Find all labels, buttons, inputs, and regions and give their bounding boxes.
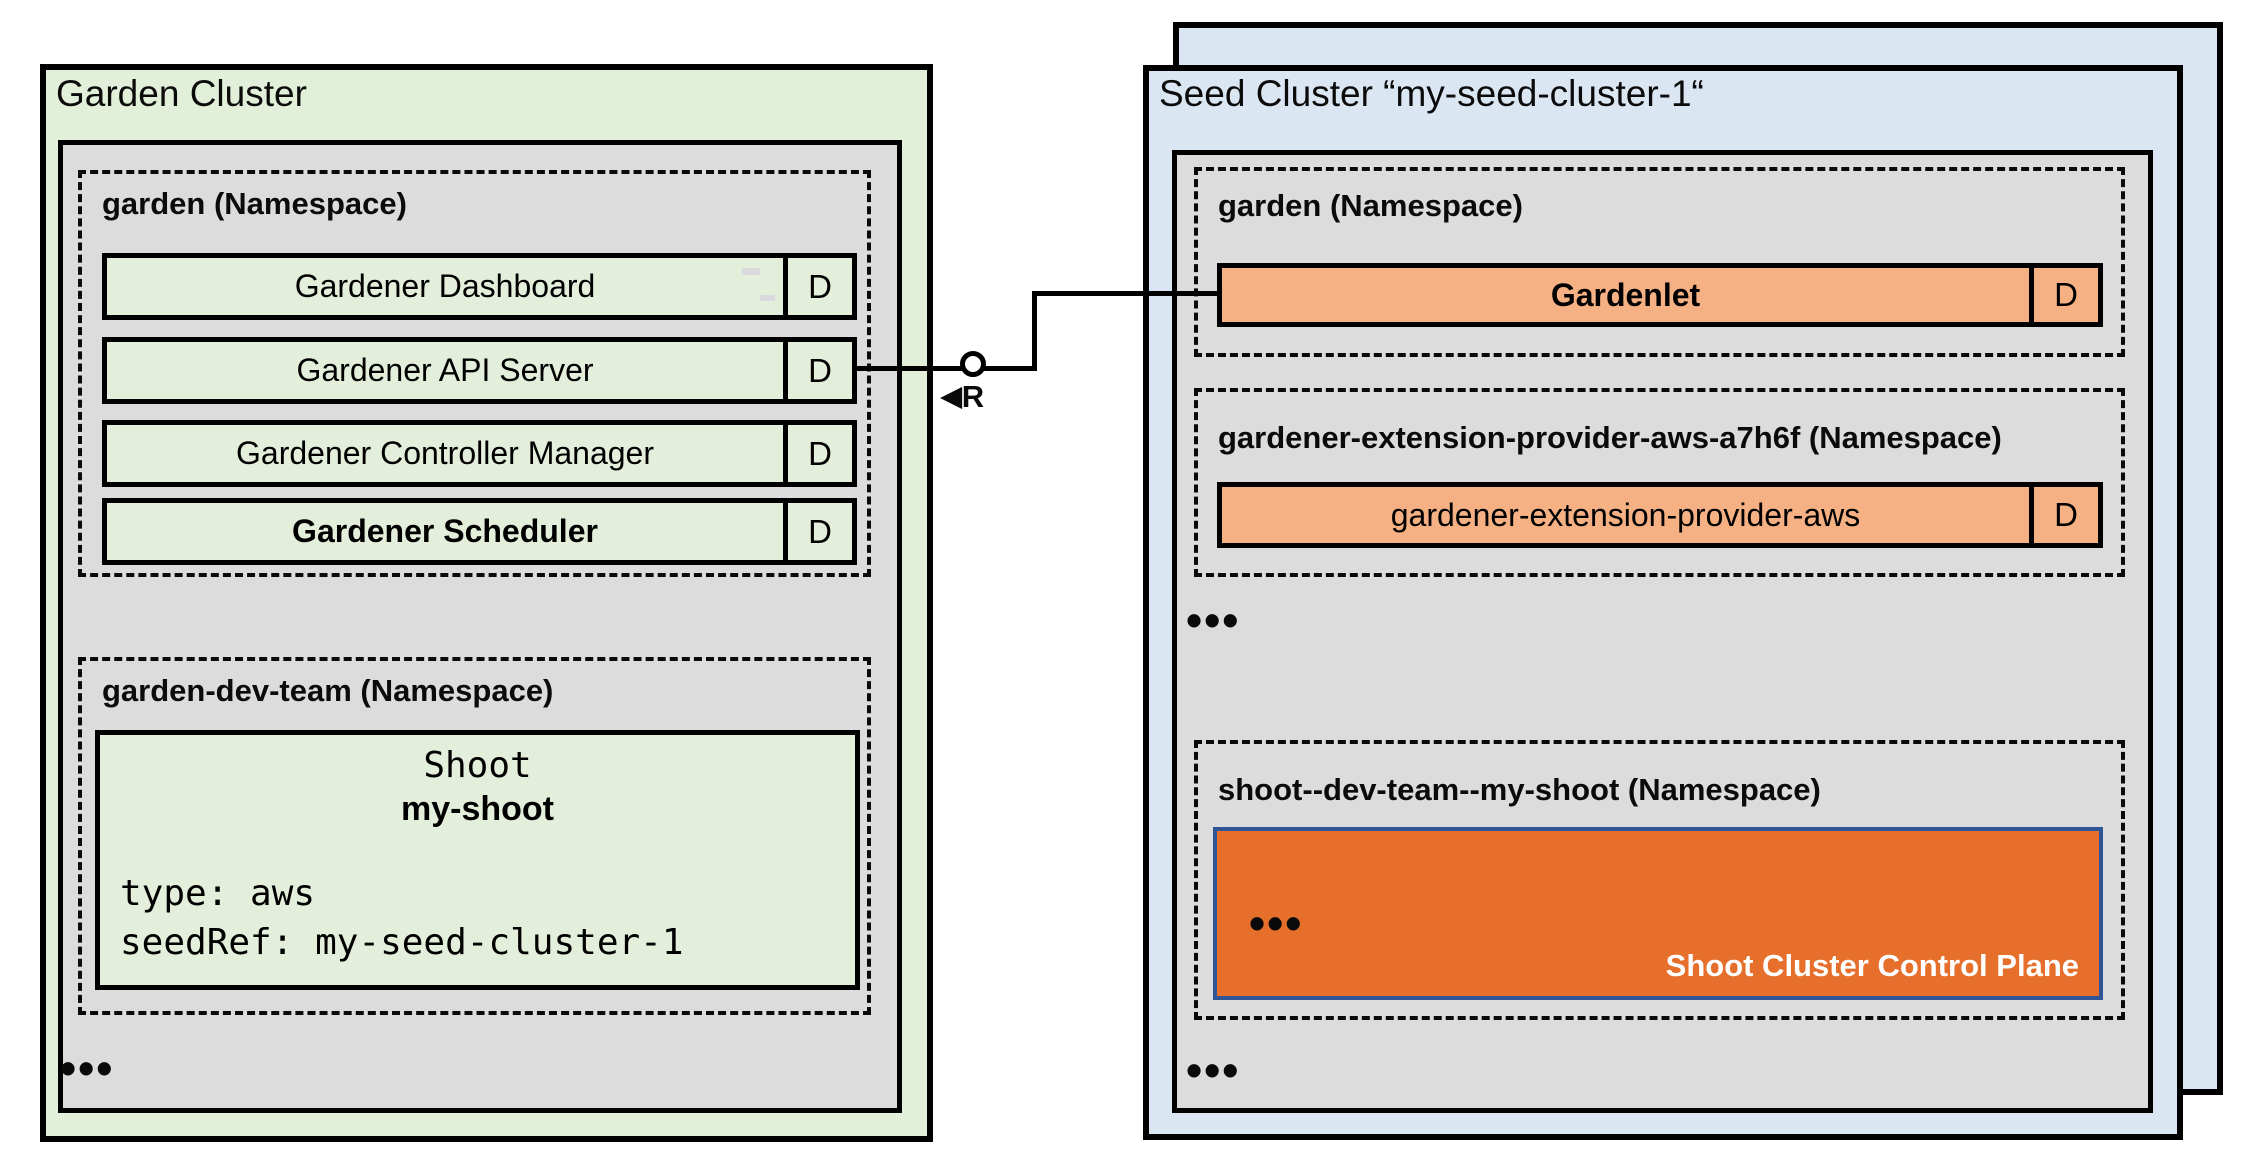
deployment-badge: D — [2029, 487, 2098, 543]
shoot-spec-type: type: aws — [120, 873, 316, 914]
shoot-control-plane-box: ••• Shoot Cluster Control Plane — [1213, 827, 2103, 1000]
gardener-scheduler-label: Gardener Scheduler — [292, 513, 598, 549]
deployment-badge: D — [783, 258, 852, 315]
deployment-badge: D — [783, 425, 852, 482]
connector-line-horizontal-right — [1032, 291, 1217, 296]
ellipsis-icon: ••• — [1186, 1044, 1241, 1096]
shoot-spec-seedref: seedRef: my-seed-cluster-1 — [120, 922, 684, 963]
shoot-resource-card: Shoot my-shoot type: aws seedRef: my-see… — [95, 730, 860, 990]
seed-cluster-title: Seed Cluster “my-seed-cluster-1“ — [1159, 73, 1704, 114]
ellipsis-icon: ••• — [60, 1042, 115, 1094]
gardener-scheduler-box: Gardener Scheduler D — [102, 498, 857, 565]
connector-line-horizontal-left — [855, 366, 1037, 371]
gardener-dashboard-box: Gardener Dashboard D — [102, 253, 857, 320]
garden-dev-team-namespace-label: garden-dev-team (Namespace) — [102, 673, 554, 708]
interface-circle-icon — [960, 351, 986, 377]
extension-namespace-box — [1194, 388, 2125, 577]
connector-line-vertical — [1032, 291, 1037, 371]
extension-provider-label: gardener-extension-provider-aws — [1390, 496, 1861, 533]
shoot-namespace-label: shoot--dev-team--my-shoot (Namespace) — [1218, 772, 1821, 807]
deployment-badge: D — [783, 342, 852, 399]
artifact-mark — [760, 295, 775, 301]
gardener-api-server-box: Gardener API Server D — [102, 337, 857, 404]
left-arrow-icon: ◀ — [941, 381, 962, 411]
deployment-badge: D — [783, 503, 852, 560]
artifact-mark — [742, 268, 760, 275]
shoot-name-label: my-shoot — [401, 790, 554, 828]
extension-namespace-label: gardener-extension-provider-aws-a7h6f (N… — [1218, 420, 2002, 455]
seed-garden-namespace-box — [1194, 167, 2125, 357]
shoot-kind-label: Shoot — [423, 745, 532, 786]
seed-garden-namespace-label: garden (Namespace) — [1218, 188, 1523, 223]
gardenlet-label: Gardenlet — [1550, 276, 1701, 313]
gardener-api-server-label: Gardener API Server — [296, 352, 594, 388]
garden-cluster-title: Garden Cluster — [56, 73, 307, 114]
gardenlet-box: Gardenlet D — [1217, 263, 2103, 327]
garden-namespace-box — [78, 170, 871, 577]
connector-label: R — [961, 379, 985, 414]
deployment-badge: D — [2029, 268, 2098, 322]
shoot-control-plane-label: Shoot Cluster Control Plane — [1665, 948, 2079, 983]
ellipsis-icon: ••• — [1186, 594, 1241, 646]
garden-dev-team-namespace-box — [78, 657, 871, 1015]
shoot-namespace-box — [1194, 740, 2125, 1020]
gardener-controller-manager-label: Gardener Controller Manager — [236, 435, 654, 471]
ellipsis-icon: ••• — [1249, 897, 1304, 949]
gardener-controller-manager-box: Gardener Controller Manager D — [102, 420, 857, 487]
watch-direction-annotation: ◀R — [941, 381, 984, 412]
gardener-dashboard-label: Gardener Dashboard — [294, 268, 596, 304]
garden-namespace-label: garden (Namespace) — [102, 186, 407, 221]
extension-provider-box: gardener-extension-provider-aws D — [1217, 482, 2103, 548]
